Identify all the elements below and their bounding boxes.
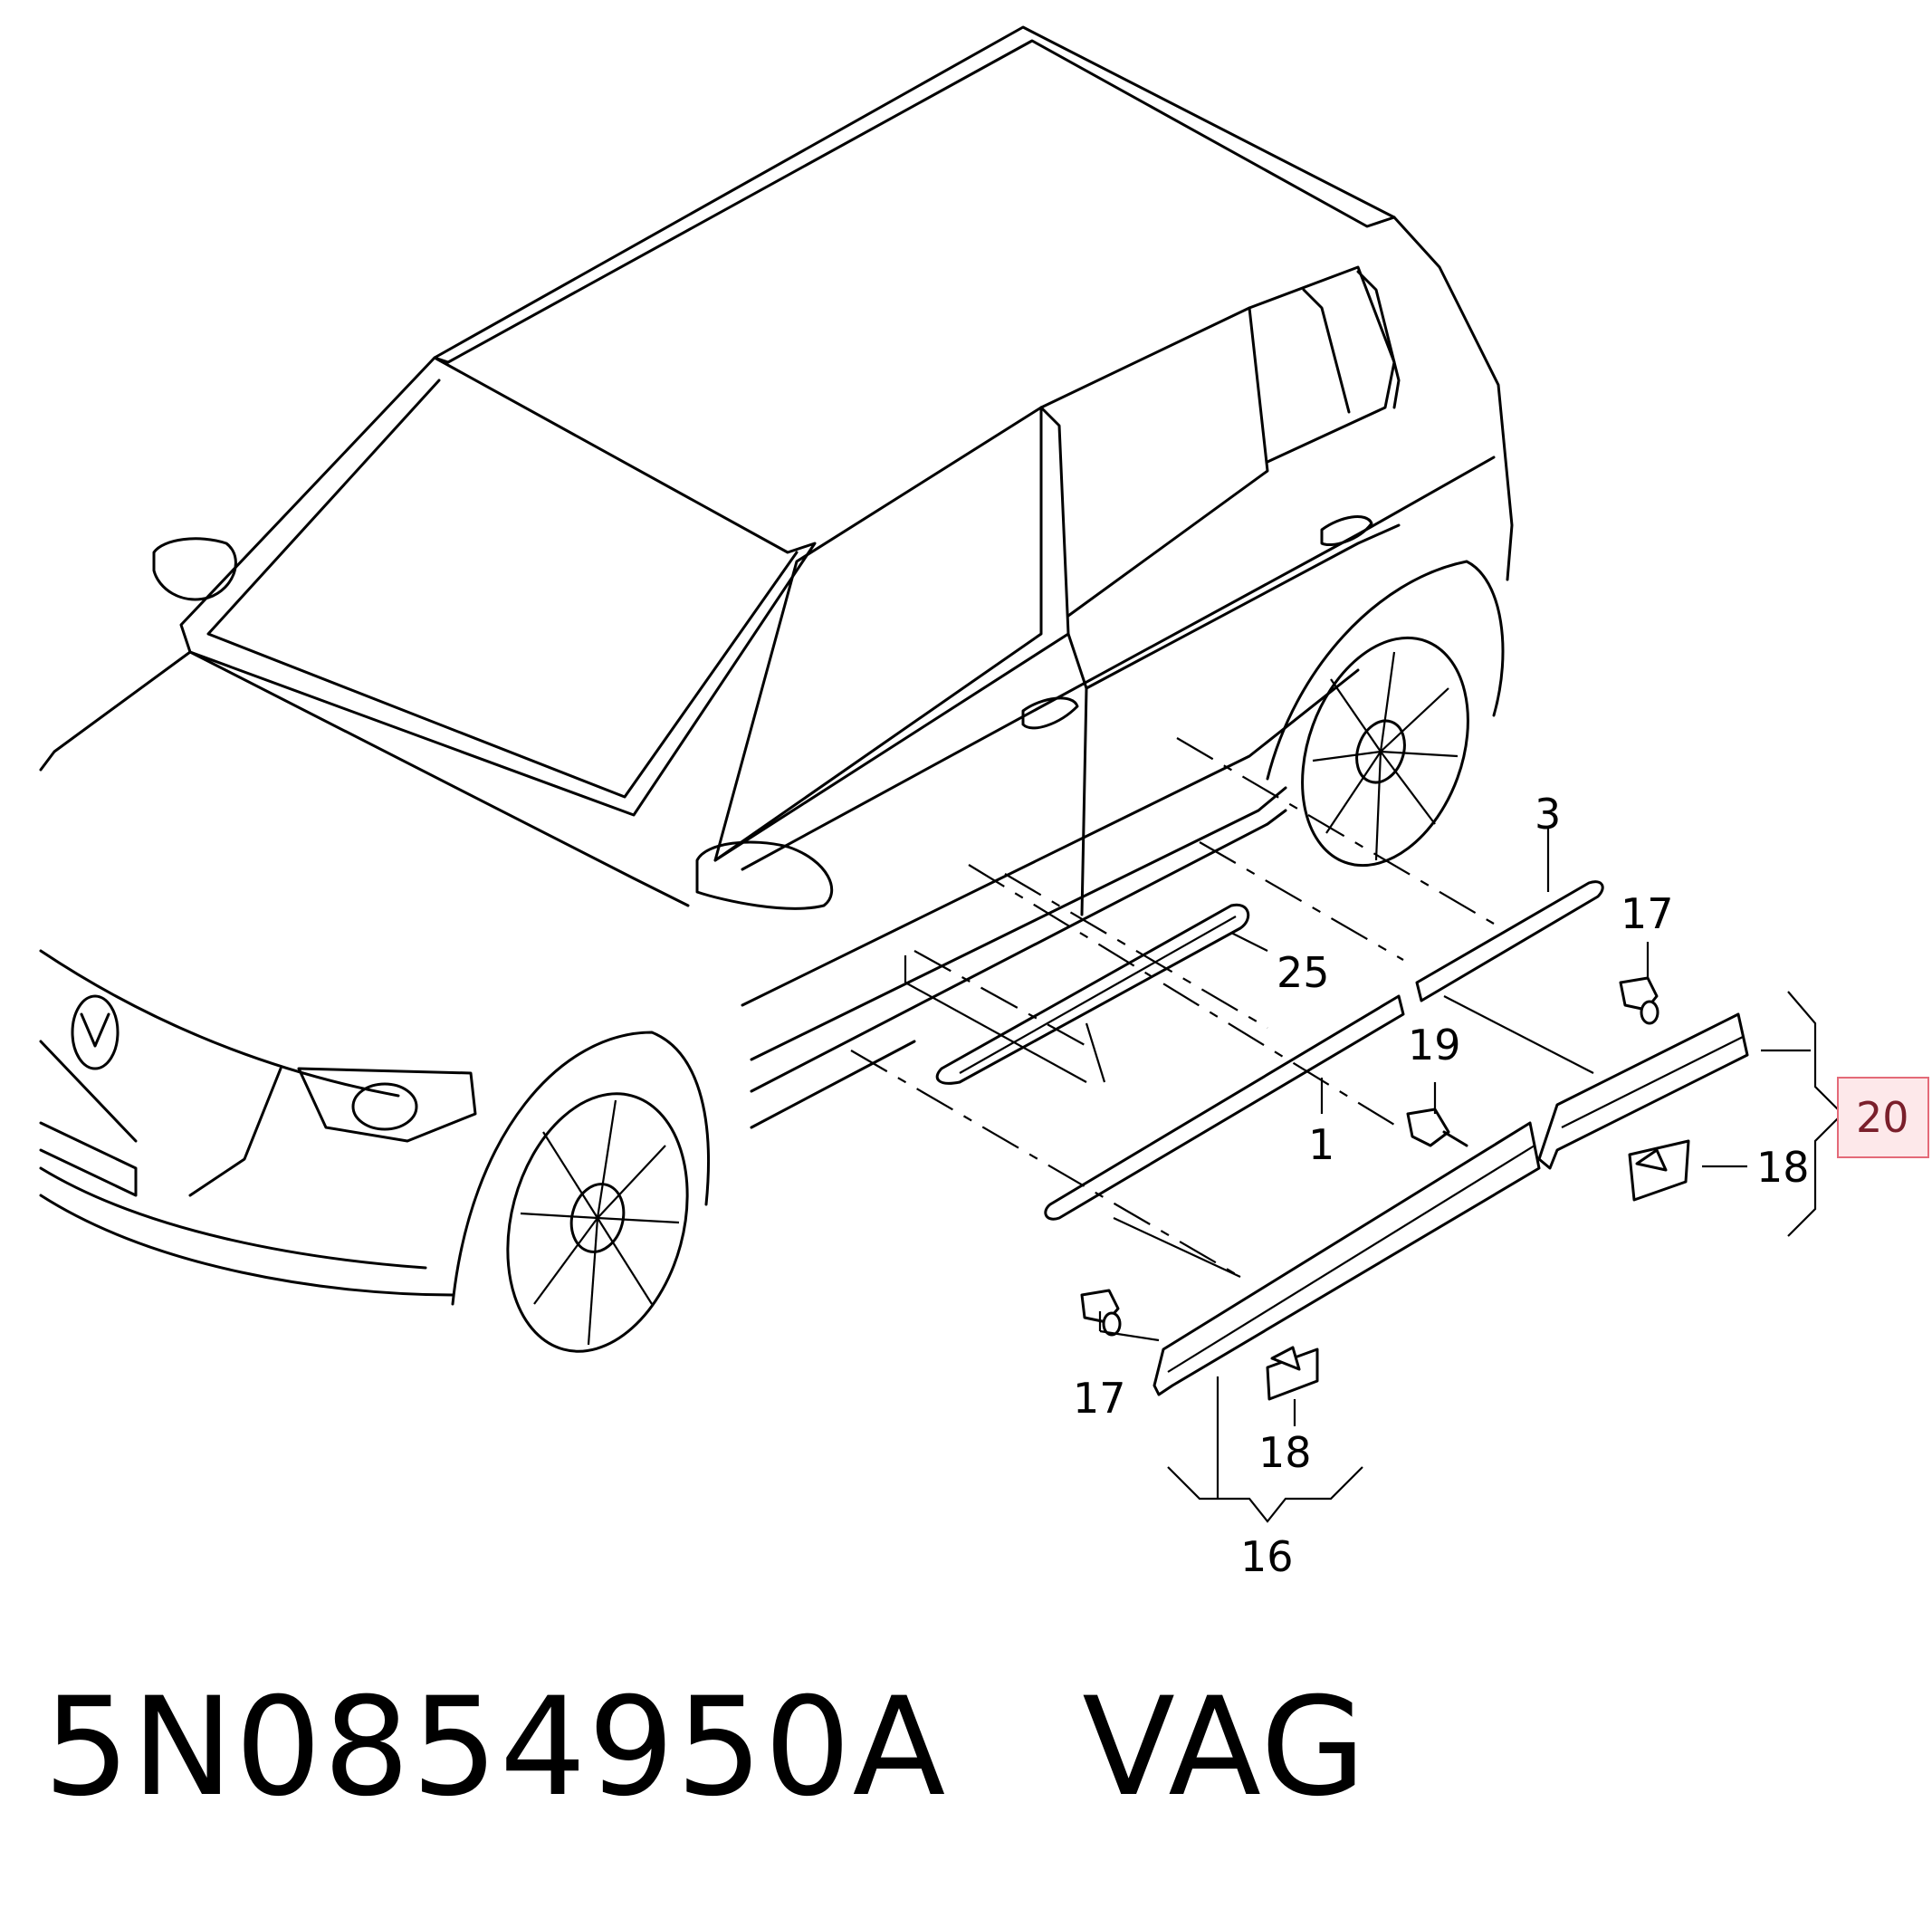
callout-20: 20: [1856, 1093, 1909, 1142]
callout-1: 1: [1308, 1120, 1334, 1169]
callout-3: 3: [1535, 790, 1561, 839]
part-18-clip-right: [1628, 1139, 1690, 1202]
brand: VAG: [1082, 1669, 1368, 1827]
part-25-trim-strip: [935, 903, 1250, 1085]
callout-18-bottom: 18: [1258, 1428, 1312, 1477]
guide-lines: [850, 737, 1594, 1278]
part-number: 5N0854950A: [43, 1669, 948, 1827]
rear-wheel-spokes: [1312, 651, 1459, 861]
callout-17-bottom: 17: [1073, 1374, 1126, 1423]
part-19-screw: [1406, 1108, 1450, 1147]
callout-16: 16: [1240, 1532, 1294, 1581]
parts-exploded-diagram: 3 25 17 19 1 20 18 17 18 16: [39, 25, 1929, 1581]
callout-20-highlight: [1837, 1077, 1929, 1158]
callouts: 3 25 17 19 1 20 18 17 18 16: [1073, 790, 1929, 1581]
callout-19: 19: [1408, 1021, 1461, 1069]
front-wheel-spokes: [520, 1099, 680, 1346]
callout-17-top: 17: [1621, 889, 1674, 938]
callout-18-right: 18: [1756, 1143, 1810, 1192]
part-16-front-molding: [1153, 1121, 1541, 1396]
car-illustration: [39, 25, 1514, 1353]
part-1-molding: [1044, 994, 1405, 1221]
callout-25: 25: [1277, 948, 1330, 997]
part-18-clip-bottom: [1266, 1347, 1319, 1401]
parts: [935, 880, 1749, 1401]
part-3-molding: [1415, 880, 1604, 1002]
part-20-rear-molding: [1537, 1012, 1749, 1170]
caption: 5N0854950A VAG: [43, 1671, 1890, 1825]
